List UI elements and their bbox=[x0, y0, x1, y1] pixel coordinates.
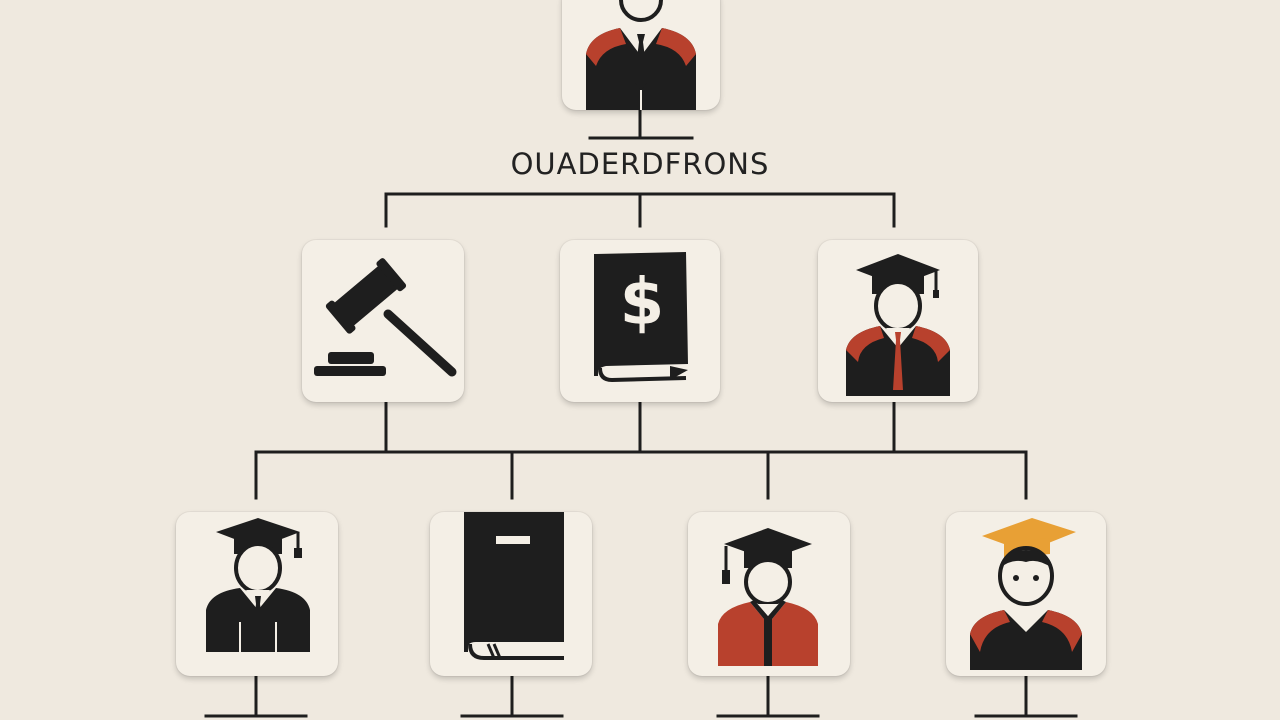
dollar-book-icon: $ bbox=[594, 252, 688, 383]
gavel-icon bbox=[314, 258, 457, 377]
node-graduate-gown bbox=[818, 240, 978, 402]
node-graduate-orange bbox=[946, 512, 1106, 676]
node-closed-book bbox=[430, 512, 592, 676]
diagram-title: OUADERDFRONS bbox=[510, 147, 770, 181]
graduate-suit-icon bbox=[206, 518, 310, 652]
graduate-person-icon bbox=[586, 0, 696, 110]
graduate-gown-icon bbox=[846, 254, 950, 396]
node-top-person bbox=[562, 0, 720, 110]
node-graduate-red bbox=[688, 512, 850, 676]
node-graduate-suit bbox=[176, 512, 338, 676]
graduate-orange-cap-icon bbox=[970, 518, 1082, 670]
node-gavel bbox=[302, 240, 464, 402]
node-money-book: $ bbox=[560, 240, 720, 402]
graduate-red-gown-icon bbox=[718, 528, 818, 666]
svg-text:$: $ bbox=[620, 266, 665, 340]
book-icon bbox=[464, 512, 564, 660]
